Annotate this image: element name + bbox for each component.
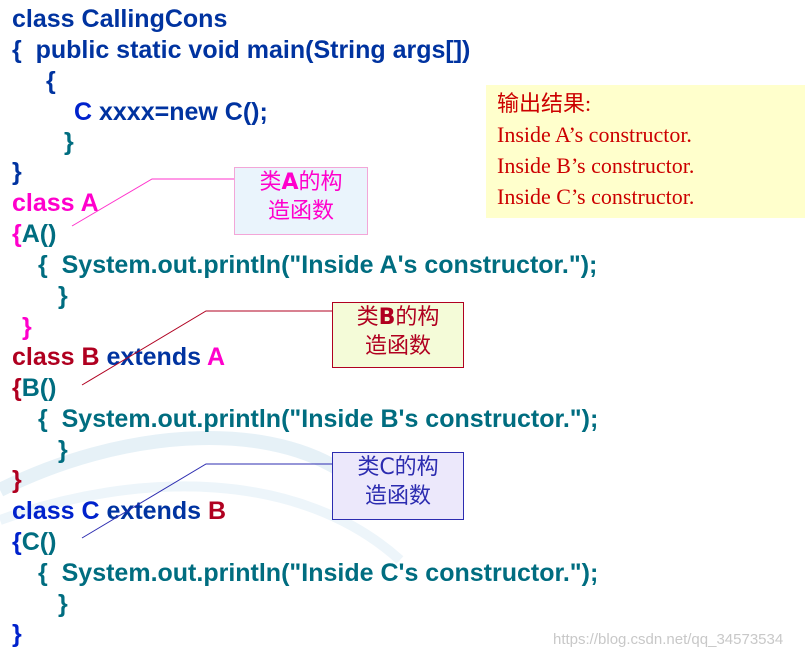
- code-line-9: { System.out.println("Inside A's constru…: [38, 250, 597, 280]
- code-line-18: {C(): [12, 527, 56, 557]
- callout-c-line2: 造函数: [364, 484, 431, 509]
- constructor-c: C(): [21, 528, 57, 556]
- println-b: System.out.println("Inside B's construct…: [61, 405, 599, 433]
- code-line-12: class B extends A: [12, 342, 225, 372]
- constructor-a: A(): [21, 220, 57, 248]
- callout-b: 类B的构 造函数: [332, 302, 464, 368]
- brace: {: [12, 528, 22, 556]
- callout-c-line1: 类C的构: [357, 455, 439, 480]
- output-panel: 输出结果: Inside A’s constructor. Inside B’s…: [486, 85, 805, 218]
- code-line-1: class CallingCons: [12, 4, 227, 34]
- code-line-11: }: [22, 313, 32, 341]
- code-line-13: {B(): [12, 373, 56, 403]
- brace: {: [38, 251, 62, 279]
- parent-class-a: A: [207, 343, 226, 371]
- code-line-4: C xxxx=new C();: [74, 97, 268, 127]
- code-line-17: class C extends B: [12, 496, 226, 526]
- code-line-15: }: [58, 436, 68, 464]
- keyword-extends: extends: [99, 343, 208, 371]
- code-line-5: }: [64, 128, 74, 156]
- code-line-6: }: [12, 158, 22, 186]
- callout-a-line1: 类A的构: [259, 170, 343, 195]
- parent-class-b: B: [207, 497, 227, 525]
- statement: xxxx=new C();: [99, 98, 268, 126]
- watermark: https://blog.csdn.net/qq_34573534: [553, 631, 784, 648]
- code-line-14: { System.out.println("Inside B's constru…: [38, 404, 598, 434]
- brace: {: [38, 559, 62, 587]
- keyword-class: class: [12, 343, 82, 371]
- keyword-class: class: [12, 497, 82, 525]
- code-line-21: }: [12, 620, 22, 648]
- code-line-2: { public static void main(String args[]): [12, 36, 471, 64]
- type-name: C: [74, 98, 99, 126]
- code-line-10: }: [58, 282, 68, 310]
- println-a: System.out.println("Inside A's construct…: [61, 251, 598, 279]
- code-line-19: { System.out.println("Inside C's constru…: [38, 558, 598, 588]
- output-line-a: Inside A’s constructor.: [497, 122, 692, 147]
- callout-c: 类C的构 造函数: [332, 452, 464, 520]
- class-name-a: A: [80, 189, 99, 217]
- code-line-8: {A(): [12, 219, 56, 249]
- code-line-20: }: [58, 590, 68, 618]
- output-line-b: Inside B’s constructor.: [497, 153, 695, 178]
- constructor-b: B(): [21, 374, 57, 402]
- brace: {: [12, 220, 22, 248]
- class-name-c: C: [81, 497, 100, 525]
- code-line-16: }: [12, 466, 22, 494]
- class-name: CallingCons: [81, 5, 228, 33]
- callout-a: 类A的构 造函数: [234, 167, 368, 235]
- code-line-7: class A: [12, 188, 99, 218]
- code-line-3: {: [46, 67, 56, 95]
- callout-b-line1: 类B的构: [356, 305, 440, 330]
- class-name-b: B: [81, 343, 100, 371]
- output-title: 输出结果:: [497, 91, 592, 116]
- brace: {: [12, 374, 22, 402]
- keyword-class: class: [12, 189, 81, 217]
- output-line-c: Inside C’s constructor.: [497, 184, 695, 209]
- callout-a-line2: 造函数: [267, 199, 334, 224]
- brace: {: [38, 405, 62, 433]
- callout-b-line2: 造函数: [364, 334, 431, 359]
- keyword-extends: extends: [99, 497, 208, 525]
- keyword-class: class: [12, 5, 82, 33]
- println-c: System.out.println("Inside C's construct…: [61, 559, 599, 587]
